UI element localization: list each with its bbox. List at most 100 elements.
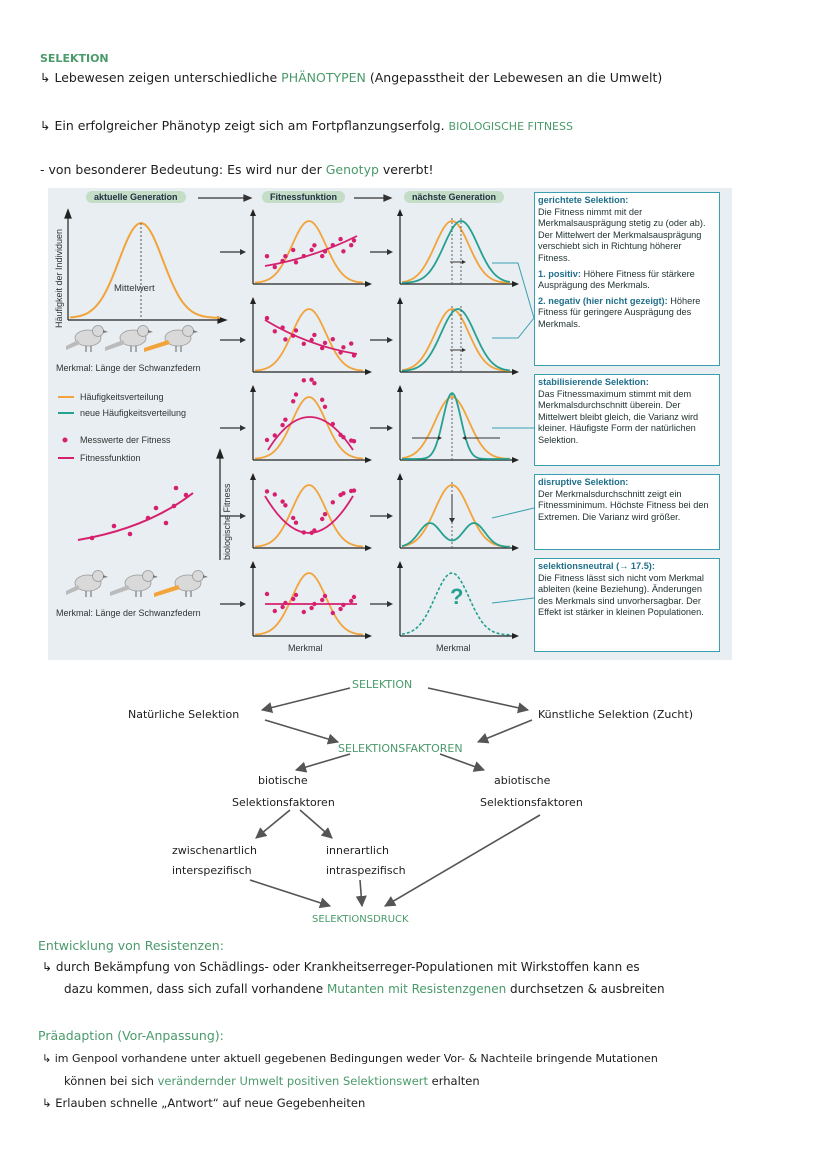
narrow-arrowhead bbox=[462, 436, 466, 440]
preadaptation-line-3: ↳ Erlauben schnelle „Antwort“ auf neue G… bbox=[42, 1096, 366, 1110]
flow-arrowhead bbox=[240, 513, 246, 519]
diagram-interspecific-2: interspezifisch bbox=[172, 864, 252, 877]
diagram-selection: SELEKTION bbox=[352, 678, 413, 691]
fitness-point bbox=[320, 253, 325, 259]
frequency-curve-new bbox=[401, 308, 511, 372]
description-connectors bbox=[491, 262, 535, 604]
fitness-point bbox=[320, 397, 325, 402]
axis-arrowhead bbox=[512, 281, 519, 287]
fitness-point bbox=[283, 503, 288, 508]
flow-arrowhead bbox=[240, 337, 246, 343]
frequency-curve-new bbox=[402, 220, 511, 284]
axis-arrowhead bbox=[397, 473, 403, 480]
frequency-curve-new bbox=[401, 522, 511, 548]
diagram-abiotic-1: abiotische bbox=[494, 774, 551, 787]
shift-arrowhead bbox=[462, 348, 466, 352]
fitness-point bbox=[280, 499, 285, 504]
fitness-point bbox=[322, 593, 328, 599]
fitness-point bbox=[309, 377, 314, 382]
frequency-curve bbox=[254, 308, 364, 372]
fitness-point bbox=[301, 341, 306, 346]
col-header-current: aktuelle Generation bbox=[86, 191, 186, 203]
y-axis-label: Häufigkeit der Individuen bbox=[54, 228, 64, 328]
fitness-point bbox=[293, 520, 299, 525]
fitness-point bbox=[349, 598, 354, 604]
axis-arrowhead bbox=[365, 369, 372, 375]
fitness-point bbox=[291, 399, 296, 404]
x-axis-label-fitness: Merkmal bbox=[288, 643, 323, 653]
preadaptation-line-1: ↳ im Genpool vorhandene unter aktuell ge… bbox=[42, 1052, 658, 1065]
flow-arrowhead bbox=[387, 601, 393, 607]
fitness-point bbox=[301, 609, 306, 615]
fitness-point bbox=[349, 341, 354, 346]
axis-arrowhead bbox=[512, 633, 519, 639]
fitness-point bbox=[349, 243, 354, 248]
fitness-point bbox=[322, 512, 328, 517]
resistance-title: Entwicklung von Resistenzen: bbox=[38, 938, 224, 953]
flow-arrowhead bbox=[240, 425, 246, 431]
mean-label: Mittelwert bbox=[114, 283, 155, 294]
resistance-line-2: dazu kommen, dass sich zufall vorhandene… bbox=[64, 982, 665, 996]
flow-arrowhead bbox=[387, 513, 393, 519]
axis-arrowhead bbox=[365, 633, 372, 639]
axis-arrowhead bbox=[250, 561, 256, 568]
fitness-point bbox=[293, 328, 299, 333]
fitness-example-axes bbox=[216, 448, 224, 560]
fitness-point bbox=[272, 608, 277, 614]
flow-arrowhead bbox=[387, 249, 393, 255]
fitness-point bbox=[312, 243, 317, 248]
axis-arrowhead bbox=[250, 209, 256, 216]
fitness-point bbox=[320, 597, 325, 603]
flow-arrowhead bbox=[387, 337, 393, 343]
diagram-intraspecific-2: intraspezifisch bbox=[326, 864, 406, 877]
preadaptation-line-2: können bei sich verändernder Umwelt posi… bbox=[64, 1074, 480, 1088]
fitness-point bbox=[309, 247, 314, 253]
fitness-point bbox=[153, 505, 159, 511]
fitness-point bbox=[183, 492, 189, 498]
narrow-arrowhead bbox=[438, 436, 442, 440]
fitness-function bbox=[264, 495, 354, 534]
flow-arrowhead bbox=[240, 249, 246, 255]
fitness-point bbox=[351, 439, 357, 444]
bird-icon bbox=[154, 570, 208, 597]
frequency-curve-old bbox=[401, 308, 511, 372]
diagram-arrows bbox=[249, 687, 541, 909]
fitness-point bbox=[171, 503, 177, 509]
col-header-next: nächste Generation bbox=[404, 191, 505, 203]
fitness-point bbox=[272, 433, 277, 438]
fitness-point bbox=[163, 520, 169, 526]
diagram-biotic-2: Selektionsfaktoren bbox=[232, 796, 335, 809]
fitness-point bbox=[351, 488, 357, 493]
fitness-point bbox=[341, 345, 346, 350]
frequency-curve-new bbox=[402, 392, 510, 460]
bird-icon bbox=[66, 570, 108, 597]
fitness-point bbox=[309, 605, 314, 611]
fitness-point bbox=[145, 515, 151, 521]
frequency-curve-current bbox=[69, 222, 220, 319]
fitness-point bbox=[291, 596, 296, 602]
fitness-point bbox=[264, 254, 270, 259]
axis-arrowhead bbox=[365, 281, 372, 287]
legend-marks bbox=[58, 396, 74, 459]
axis-arrowhead bbox=[250, 473, 256, 480]
fitness-point bbox=[272, 329, 277, 334]
fitness-point bbox=[293, 392, 299, 397]
fitness-point bbox=[351, 238, 357, 243]
fitness-point bbox=[291, 247, 296, 253]
fitness-point bbox=[322, 404, 328, 409]
fitness-function-example bbox=[77, 492, 194, 541]
bird-icon bbox=[105, 325, 153, 352]
selection-panels bbox=[220, 209, 519, 639]
fitness-point bbox=[283, 337, 288, 342]
fitness-point bbox=[338, 236, 343, 242]
frequency-curve-old bbox=[401, 484, 511, 548]
desc-disruptive: disruptive Selektion: Der Merkmalsdurchs… bbox=[534, 474, 720, 550]
axis-arrowhead bbox=[365, 457, 372, 463]
fitness-point bbox=[312, 381, 317, 386]
fitness-example-points bbox=[89, 485, 189, 541]
preadaptation-title: Präadaption (Vor-Anpassung): bbox=[38, 1028, 224, 1043]
fitness-function bbox=[264, 235, 358, 267]
x-axis-label-next: Merkmal bbox=[436, 643, 471, 653]
frequency-curve bbox=[254, 396, 364, 460]
bird-illustrations bbox=[66, 325, 208, 597]
